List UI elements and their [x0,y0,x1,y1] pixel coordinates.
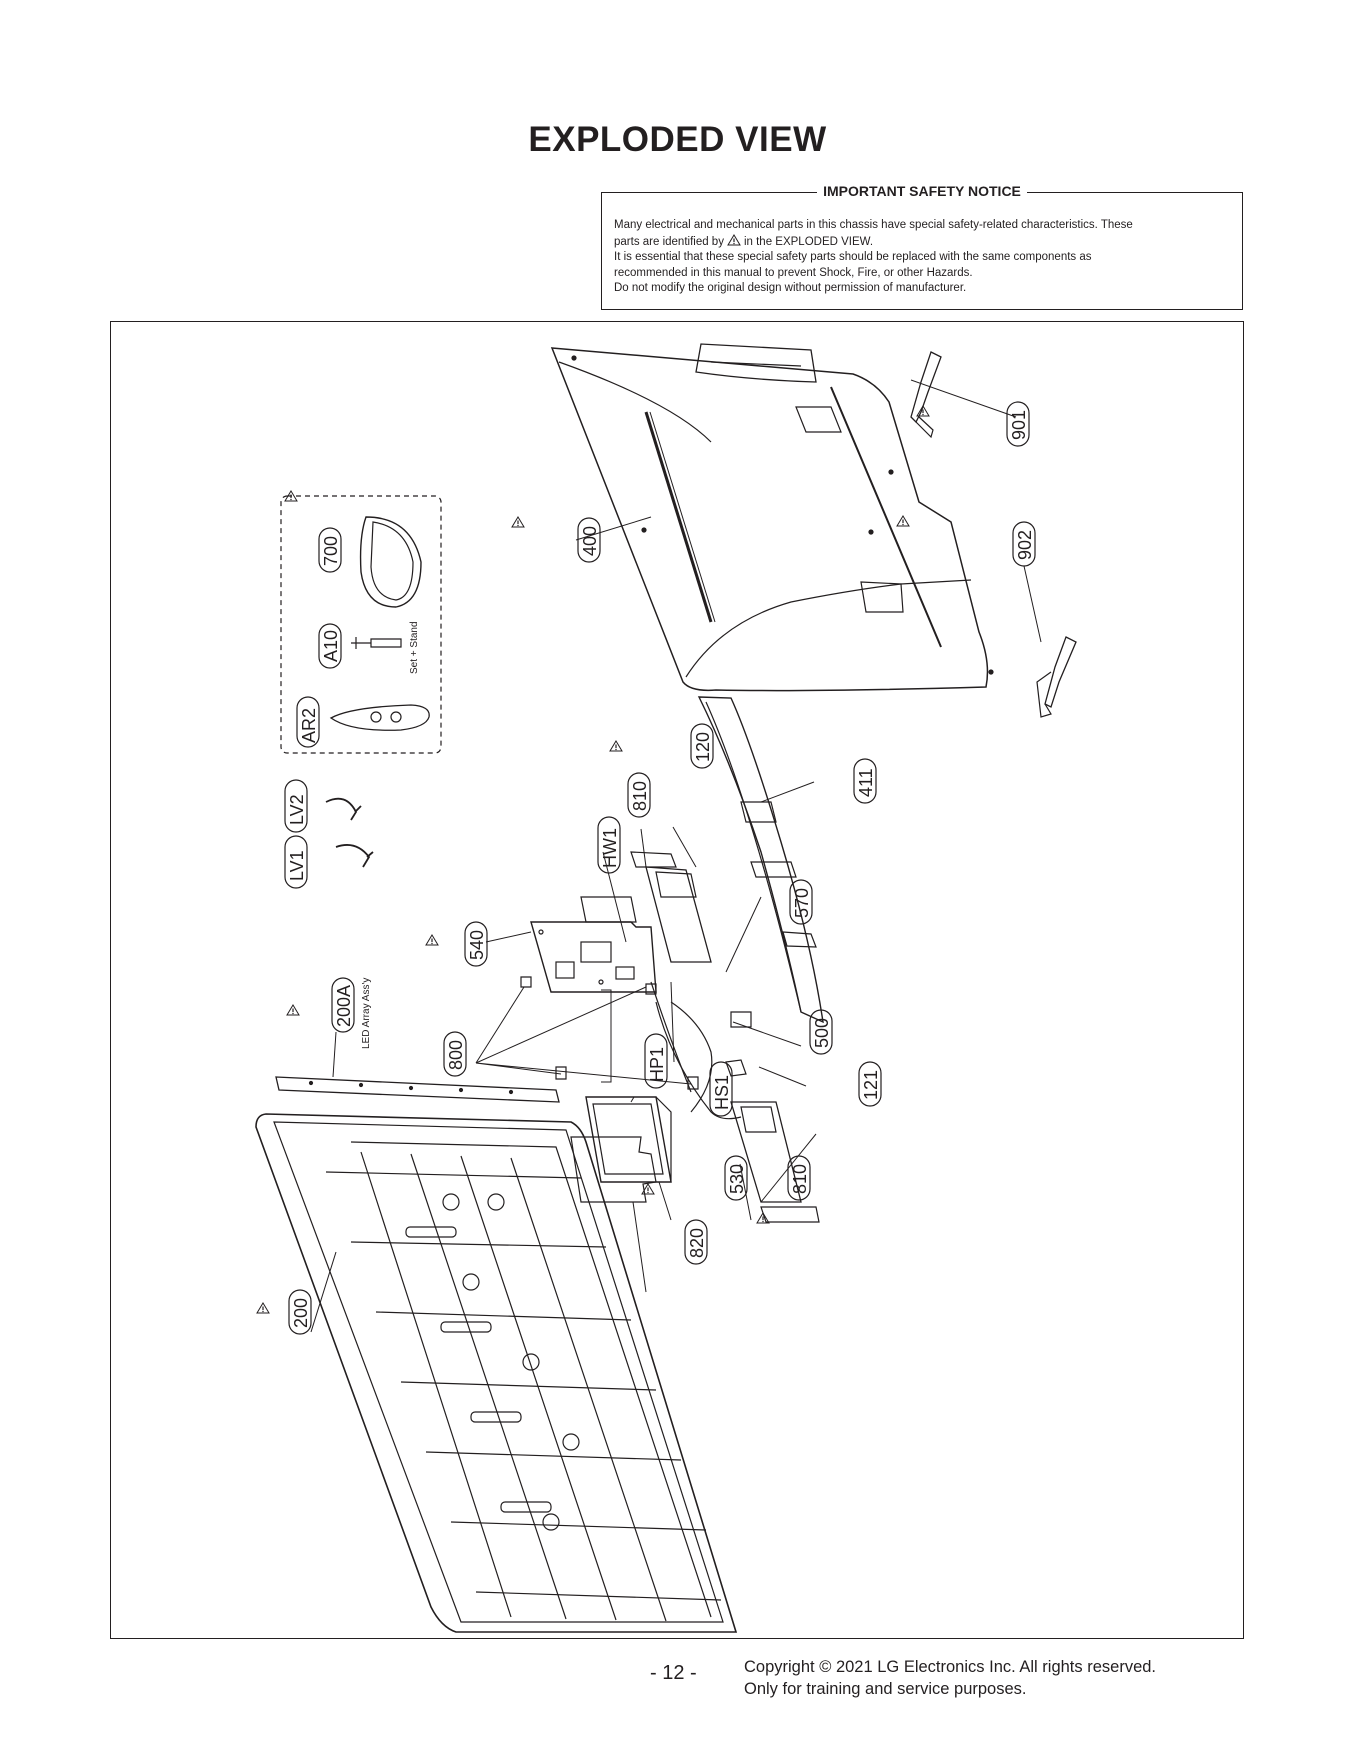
exploded-view-diagram: 901 902 400 700 A10 AR2 120 810 411 HW1 … [110,321,1244,1639]
notice-line-2a: parts are identified by [614,235,724,248]
part-label: 700 [321,536,341,566]
safety-notice-title: IMPORTANT SAFETY NOTICE [817,183,1027,199]
part-label: HW1 [600,828,620,868]
part-callout: 810 [627,772,651,818]
part-label: 540 [467,930,487,960]
copyright-notice: Copyright © 2021 LG Electronics Inc. All… [744,1656,1156,1700]
power-board-drawing [585,1096,672,1183]
part-callout: AR2 [296,696,320,748]
part-label: LV1 [287,850,307,881]
safety-notice-body: Many electrical and mechanical parts in … [614,218,1230,297]
set-stand-note: Set + Stand [409,621,420,674]
part-callout: 400 [577,517,601,563]
part-callout: 530 [724,1155,748,1201]
warning-triangle-icon [425,934,439,946]
warning-triangle-icon [896,515,910,527]
notice-line-1: Many electrical and mechanical parts in … [614,219,1133,231]
accessories-box [280,495,442,754]
warning-triangle-icon [727,233,741,245]
part-callout: 121 [858,1061,882,1107]
part-callout: 570 [789,879,813,925]
part-callout: 200 [288,1289,312,1335]
main-board-drawing [530,896,657,993]
part-callout: 540 [464,921,488,967]
led-array-drawing [275,1076,560,1103]
part-label: HP1 [647,1047,667,1082]
copyright-line-1: Copyright © 2021 LG Electronics Inc. All… [744,1658,1157,1676]
part-label: AR2 [299,708,319,743]
part-label: 411 [856,768,876,797]
part-label: A10 [321,630,341,662]
part-callout: 700 [318,527,342,573]
part-callout: HW1 [597,816,621,874]
part-callout: 800 [443,1031,467,1077]
warning-triangle-icon [286,1004,300,1016]
stand-drawing [910,351,1077,718]
part-label: 200 [291,1298,311,1328]
part-callout: HP1 [644,1033,668,1089]
part-callout: 500 [809,1009,833,1055]
part-label: HS1 [712,1075,732,1110]
part-label: 120 [693,732,713,762]
led-array-note: LED Array Ass'y [361,978,372,1049]
lv-cables-drawing [325,797,374,868]
screws-800-drawing [520,976,699,1090]
part-label: 901 [1009,410,1029,440]
back-cover-drawing [550,343,994,692]
part-label: 200A [334,985,354,1027]
part-callout: 411 [853,758,877,804]
part-callout: LV2 [284,779,308,833]
part-callout: 901 [1006,401,1030,447]
part-label: 400 [580,526,600,556]
part-callout: 820 [684,1219,708,1265]
part-label: 121 [861,1070,881,1100]
part-callout: 810 [787,1155,811,1201]
notice-line-4: recommended in this manual to prevent Sh… [614,266,973,279]
part-callout: HS1 [709,1061,733,1117]
part-label: 810 [790,1164,810,1194]
copyright-line-2: Only for training and service purposes. [744,1680,1027,1698]
warning-triangle-icon [256,1302,270,1314]
small-parts-drawing [630,851,820,1223]
warning-triangle-icon [511,516,525,528]
notice-line-3: It is essential that these special safet… [614,251,1092,263]
part-label: 820 [687,1228,707,1258]
page-title: EXPLODED VIEW [528,120,827,159]
notice-line-5: Do not modify the original design withou… [614,282,967,294]
part-callout: 200A [331,977,355,1033]
part-callout: A10 [318,623,342,669]
safety-notice-box: IMPORTANT SAFETY NOTICE Many electrical … [601,183,1243,310]
frame-200-drawing [255,1113,738,1633]
part-callout: LV1 [284,835,308,889]
part-label: 800 [446,1040,466,1070]
page-number: - 12 - [650,1662,697,1684]
shield-820-drawing [570,1136,657,1203]
part-callout: 902 [1012,521,1036,567]
leader-lines [310,379,1042,1333]
bracket-411-drawing [697,696,824,1024]
notice-line-2b: in the EXPLODED VIEW. [743,235,874,248]
part-label: 500 [812,1018,832,1048]
part-label: 570 [792,888,812,918]
part-label: 530 [727,1164,747,1194]
warning-triangle-icon [609,740,623,752]
part-callout: 120 [690,723,714,769]
part-label: LV2 [287,794,307,825]
part-label: 902 [1015,530,1035,560]
part-label: 810 [630,781,650,811]
